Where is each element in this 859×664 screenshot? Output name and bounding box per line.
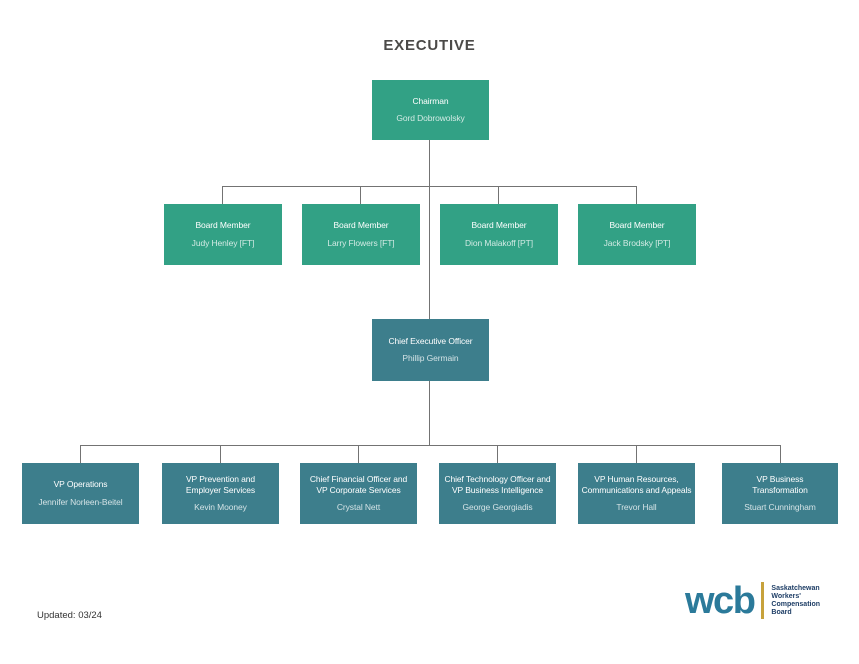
name-label: Stuart Cunningham xyxy=(744,502,816,513)
connector-board-drop-2 xyxy=(360,186,361,204)
role-label: Board Member xyxy=(609,220,665,231)
connector-vp-drop-1 xyxy=(80,445,81,463)
page-title: EXECUTIVE xyxy=(383,37,476,54)
org-node-cto: Chief Technology Officer and VP Business… xyxy=(439,463,556,524)
connector-board-drop-3 xyxy=(498,186,499,204)
wcb-wordmark: wcb xyxy=(685,579,756,622)
logo-org-name: Saskatchewan Workers' Compensation Board xyxy=(771,584,821,616)
wcb-logo: wcb Saskatchewan Workers' Compensation B… xyxy=(685,579,821,622)
name-label: Dion Malakoff [PT] xyxy=(465,237,533,248)
name-label: Kevin Mooney xyxy=(194,502,247,513)
connector-board-horizontal xyxy=(222,186,637,187)
org-node-chairman: Chairman Gord Dobrowolsky xyxy=(372,80,489,140)
connector-vp-drop-2 xyxy=(220,445,221,463)
role-label: Board Member xyxy=(195,220,251,231)
role-label: Board Member xyxy=(471,220,527,231)
connector-ceo-to-vps xyxy=(429,381,430,445)
org-node-board-member-4: Board Member Jack Brodsky [PT] xyxy=(578,204,696,265)
name-label: Jennifer Norleen-Beitel xyxy=(38,496,123,507)
logo-divider-bar xyxy=(761,582,765,619)
connector-vp-drop-3 xyxy=(358,445,359,463)
name-label: Larry Flowers [FT] xyxy=(327,237,395,248)
name-label: Phillip Germain xyxy=(402,353,459,363)
role-label: Chief Technology Officer and VP Business… xyxy=(444,473,551,495)
name-label: Judy Henley [FT] xyxy=(191,237,255,248)
org-node-ceo: Chief Executive Officer Phillip Germain xyxy=(372,319,489,381)
org-node-vp-prevention: VP Prevention and Employer Services Kevi… xyxy=(162,463,279,524)
connector-vp-drop-5 xyxy=(636,445,637,463)
name-label: Crystal Nett xyxy=(336,502,381,513)
org-node-vp-hr: VP Human Resources, Communications and A… xyxy=(578,463,695,524)
role-label: VP Human Resources, Communications and A… xyxy=(581,473,692,495)
role-label: VP Prevention and Employer Services xyxy=(185,473,256,495)
connector-board-drop-4 xyxy=(636,186,637,204)
connector-chairman-to-ceo xyxy=(429,140,430,319)
role-label: Board Member xyxy=(333,220,389,231)
org-node-vp-business-transformation: VP Business Transformation Stuart Cunnin… xyxy=(722,463,838,524)
name-label: Jack Brodsky [PT] xyxy=(603,237,671,248)
org-node-vp-operations: VP Operations Jennifer Norleen-Beitel xyxy=(22,463,139,524)
name-label: Gord Dobrowolsky xyxy=(396,113,465,123)
connector-vp-drop-6 xyxy=(780,445,781,463)
role-label: VP Operations xyxy=(53,479,108,490)
role-label: Chief Executive Officer xyxy=(388,335,473,346)
role-label: VP Business Transformation xyxy=(752,473,808,495)
role-label: Chief Financial Officer and VP Corporate… xyxy=(309,473,408,495)
name-label: George Georgiadis xyxy=(462,502,533,513)
connector-board-drop-1 xyxy=(222,186,223,204)
org-node-board-member-1: Board Member Judy Henley [FT] xyxy=(164,204,282,265)
org-node-board-member-2: Board Member Larry Flowers [FT] xyxy=(302,204,420,265)
org-node-cfo: Chief Financial Officer and VP Corporate… xyxy=(300,463,417,524)
connector-vp-drop-4 xyxy=(497,445,498,463)
role-label: Chairman xyxy=(412,95,449,106)
connector-vp-horizontal xyxy=(80,445,780,446)
org-node-board-member-3: Board Member Dion Malakoff [PT] xyxy=(440,204,558,265)
name-label: Trevor Hall xyxy=(616,502,657,513)
updated-label: Updated: 03/24 xyxy=(37,610,102,621)
